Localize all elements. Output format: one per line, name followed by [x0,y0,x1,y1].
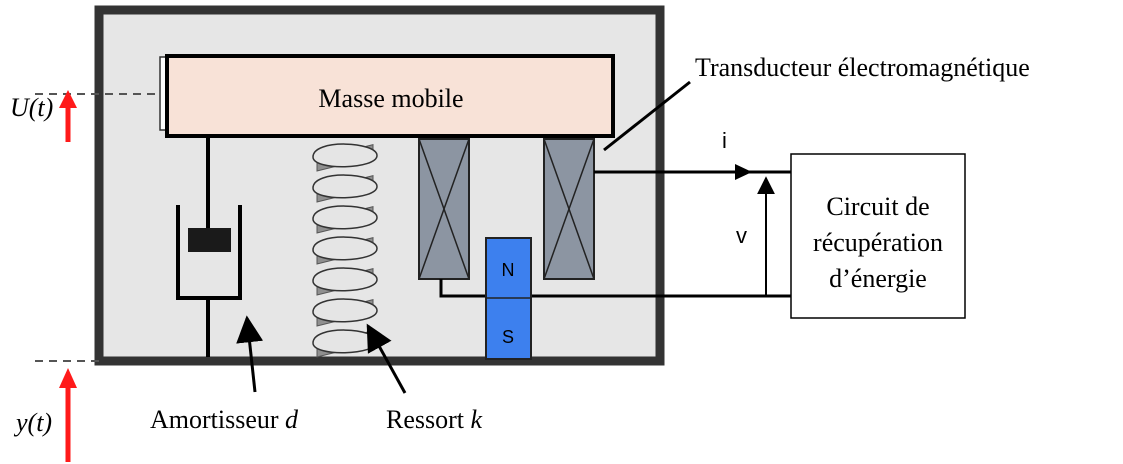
spring-coil [312,205,378,230]
magnet-north-label: N [502,260,515,280]
current-arrowhead [735,164,752,180]
spring-coil [312,236,378,261]
transducer-leader [603,80,691,152]
spring-pointer [366,323,407,394]
spring-label: Ressort k [386,405,483,434]
base-displacement-label: y(t) [13,408,52,437]
spring-coil [312,267,378,292]
voltage-label: v [736,223,747,248]
coil-right [543,138,595,280]
mobile-mass [165,54,615,138]
magnet-south-label: S [502,327,514,347]
circuit-label-line3: d’énergie [829,264,927,293]
harvesting-circuit [790,153,966,319]
spring-coil [312,174,378,199]
spring-coil [312,298,378,323]
current-label: i [722,128,727,153]
spring [312,143,378,358]
mass-displacement-arrow [59,90,77,142]
spring-coil [312,329,378,354]
base-displacement-arrow [59,368,77,462]
magnet [485,237,532,360]
coil-left [418,138,470,280]
wire-bottom [439,279,791,298]
damper-piston [188,228,231,252]
damper-label: Amortisseur d [150,405,299,434]
damper [176,138,242,357]
circuit-label-line2: récupération [813,228,943,257]
mass-label: Masse mobile [318,84,463,113]
transducer-label: Transducteur électromagnétique [695,53,1030,82]
circuit-label-line1: Circuit de [826,192,929,221]
spring-coil [312,143,378,168]
damper-pointer [236,315,264,393]
mass-displacement-label: U(t) [10,93,53,122]
